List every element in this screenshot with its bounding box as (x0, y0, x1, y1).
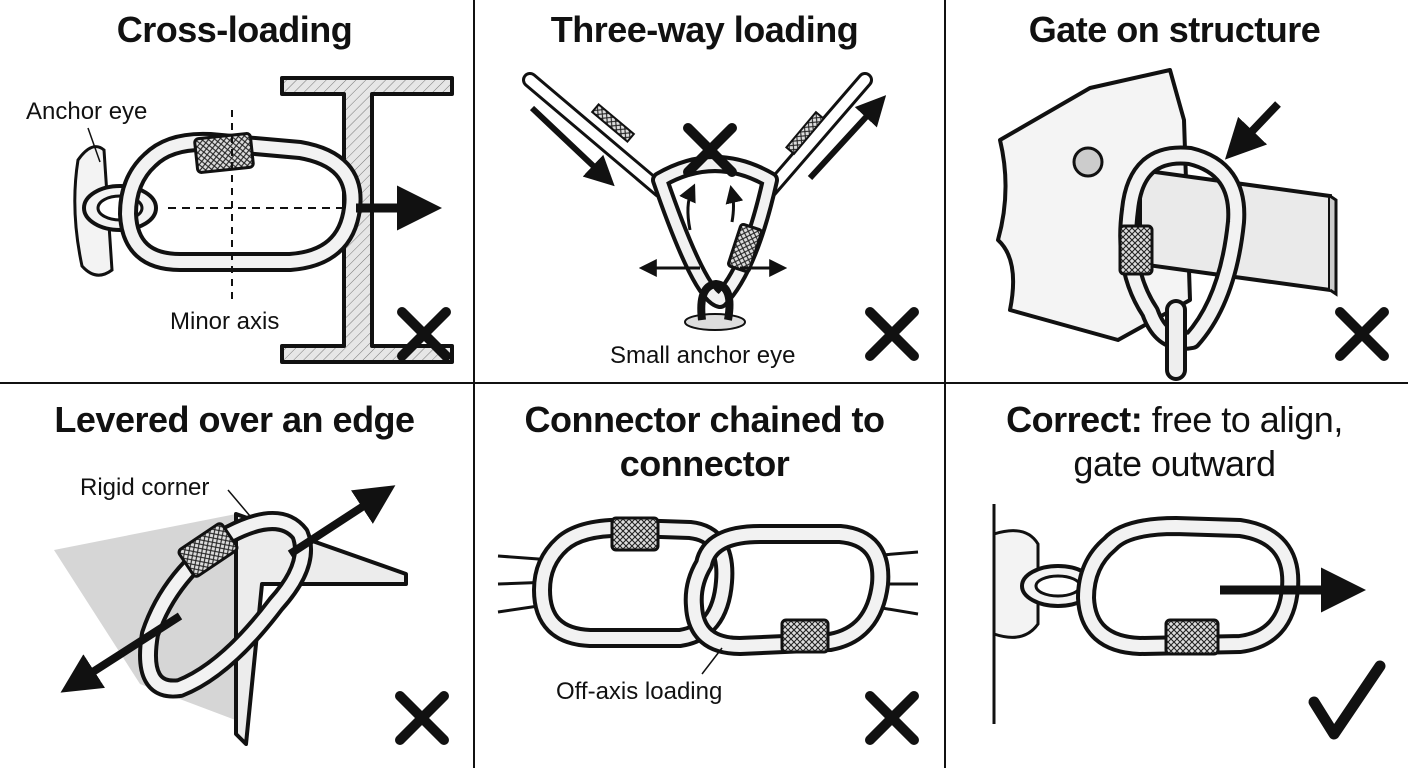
divider-vertical-2 (944, 0, 946, 768)
panel-title-line-2: connector (619, 443, 790, 484)
carabiner (118, 131, 363, 272)
label-minor-axis: Minor axis (170, 308, 280, 335)
connector-chained-illustration (497, 516, 919, 745)
panel-connector-chained: Connector chained to connector Off-axis … (470, 384, 939, 768)
small-anchor-eye (684, 279, 746, 331)
panel-title: Connector chained to connector (470, 398, 939, 486)
i-beam (280, 76, 454, 364)
label-small-anchor-eye: Small anchor eye (610, 342, 796, 369)
label-off-axis-loading: Off-axis loading (556, 678, 723, 705)
panel-levered-over-edge: Levered over an edge Rigid corner (0, 384, 469, 768)
title-correct-rest: free to align, (1142, 399, 1344, 440)
panel-gate-on-structure: Gate on structure (940, 0, 1408, 384)
load-arrow-up (287, 485, 396, 558)
x-mark-icon (865, 307, 919, 361)
panel-title: Cross-loading (116, 9, 353, 50)
check-mark-icon (1308, 660, 1386, 740)
load-arrow (1224, 101, 1281, 160)
levered-over-edge-illustration (54, 485, 449, 746)
panel-title-line-1: Correct: free to align, (940, 398, 1408, 442)
panel-title: Correct: free to align, gate outward (940, 398, 1408, 486)
carabiner (651, 155, 779, 309)
panel-title: Levered over an edge (54, 399, 415, 440)
title-correct-prefix: Correct: (1006, 399, 1143, 440)
panel-title-line-2: gate outward (1073, 443, 1276, 484)
label-rigid-corner: Rigid corner (80, 474, 210, 501)
carabiner-left (532, 516, 735, 648)
x-mark-icon (397, 307, 451, 361)
cross-loading-illustration (73, 76, 454, 364)
gate-on-structure-illustration (996, 68, 1389, 381)
divider-horizontal (0, 382, 1408, 384)
x-mark-icon (865, 691, 919, 745)
load-arrow-right (807, 95, 887, 181)
panel-title: Gate on structure (1028, 9, 1321, 50)
load-arrow-down (60, 612, 183, 693)
stress-arrows (638, 183, 788, 277)
anchor-eye (992, 529, 1096, 639)
slings (522, 72, 873, 198)
panel-three-way-loading: Three-way loading Small anchor eye (470, 0, 939, 384)
carabiner (1118, 145, 1247, 351)
carabiner (138, 511, 313, 699)
label-anchor-eye: Anchor eye (26, 98, 148, 125)
panel-title-line-1: Connector chained to (524, 399, 885, 440)
panel-title: Three-way loading (550, 9, 859, 50)
load-arrow-left (529, 105, 615, 187)
carabiner (1076, 516, 1301, 656)
correct-illustration (992, 504, 1386, 740)
three-way-loading-illustration (522, 72, 919, 361)
panel-correct: Correct: free to align, gate outward (940, 384, 1408, 768)
divider-vertical-1 (473, 0, 475, 768)
panel-cross-loading: Cross-loading Anchor eye Minor axis (0, 0, 469, 384)
x-mark-icon (1335, 307, 1389, 361)
carabiner-right (683, 524, 891, 656)
x-mark-icon (395, 691, 449, 745)
